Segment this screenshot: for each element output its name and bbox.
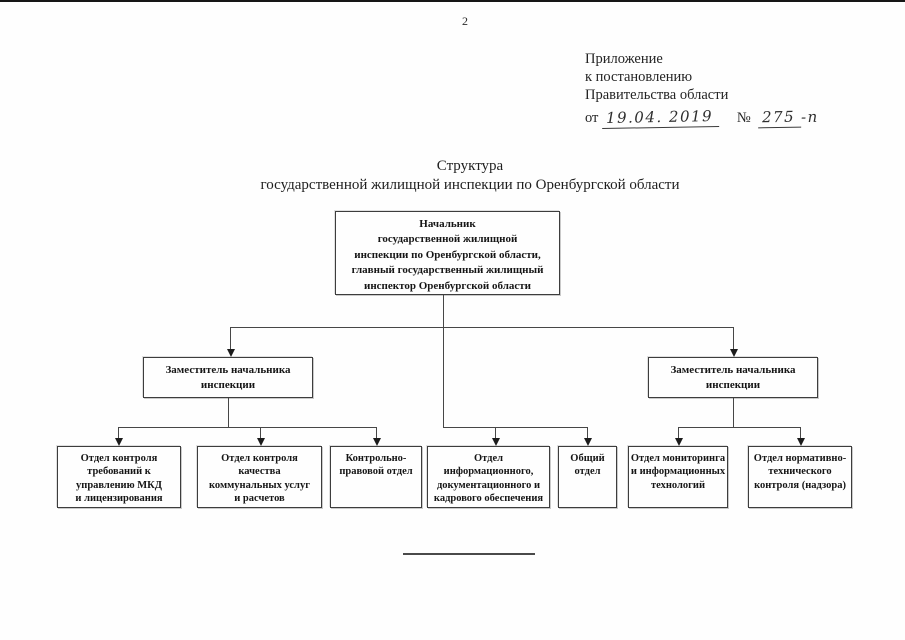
org-node-dept-legal: Контрольно- правовой отдел — [330, 446, 422, 508]
connector-drop-dept4 — [495, 427, 497, 439]
connector-drop-dept5 — [587, 427, 589, 439]
connector-drop-deputy-left — [230, 327, 232, 350]
connector-drop-dept2 — [260, 427, 262, 439]
connector-drop-dept7 — [800, 427, 802, 439]
from-label: от — [585, 110, 599, 126]
appendix-line-3: Правительства области — [585, 87, 729, 103]
connector-drop-dept3 — [376, 427, 378, 439]
appendix-block: Приложение к постановлению Правительства… — [585, 50, 820, 130]
arrow-down-icon — [729, 349, 738, 357]
connector-drop-dept6 — [678, 427, 680, 439]
document-title-line-2: государственной жилищной инспекции по Ор… — [260, 177, 680, 193]
connector-right-group-horizontal — [678, 427, 800, 429]
arrow-down-icon — [226, 349, 235, 357]
connector-center-group-horizontal — [443, 427, 588, 429]
page-number: 2 — [462, 14, 468, 28]
arrow-down-icon — [674, 438, 683, 446]
org-node-dept-info: Отдел информационного, документационного… — [427, 446, 550, 508]
connector-drop-dept1 — [118, 427, 120, 439]
connector-drop-deputy-right — [733, 327, 735, 350]
connector-deputy-right-vertical — [733, 398, 735, 427]
connector-top-horizontal — [230, 327, 734, 329]
document-title-line-1: Структура — [436, 158, 504, 174]
number-sign: № — [736, 110, 751, 126]
appendix-line-2: к постановлению — [585, 69, 693, 85]
org-node-dept-monitoring: Отдел мониторинга и информационных техно… — [628, 446, 728, 508]
org-node-deputy-right: Заместитель начальника инспекции — [648, 357, 818, 398]
org-node-dept-general: Общий отдел — [558, 446, 617, 508]
org-node-deputy-left: Заместитель начальника инспекции — [143, 357, 313, 398]
org-node-head-inspector: Начальник государственной жилищной инспе… — [335, 211, 560, 295]
connector-left-group-horizontal — [118, 427, 377, 429]
footer-divider-line — [403, 553, 535, 555]
org-node-dept-technical: Отдел нормативно- технического контроля … — [748, 446, 852, 508]
arrow-down-icon — [114, 438, 123, 446]
appendix-line-1: Приложение — [585, 51, 663, 67]
arrow-down-icon — [583, 438, 592, 446]
scan-edge-line — [0, 0, 905, 2]
org-node-dept-control-mkd: Отдел контроля требований к управлению М… — [57, 446, 181, 508]
arrow-down-icon — [372, 438, 381, 446]
connector-center-vertical — [443, 295, 445, 427]
org-node-dept-quality: Отдел контроля качества коммунальных усл… — [197, 446, 322, 508]
arrow-down-icon — [256, 438, 265, 446]
connector-deputy-left-vertical — [228, 398, 230, 427]
handwritten-number-suffix: -п — [801, 107, 820, 127]
arrow-down-icon — [491, 438, 500, 446]
handwritten-number: 275 — [758, 107, 802, 129]
document-title: Структура государственной жилищной инспе… — [178, 157, 762, 195]
appendix-date-line: от 19.04. 2019 № 275-п — [585, 106, 820, 130]
handwritten-date: 19.04. 2019 — [601, 106, 720, 130]
arrow-down-icon — [796, 438, 805, 446]
